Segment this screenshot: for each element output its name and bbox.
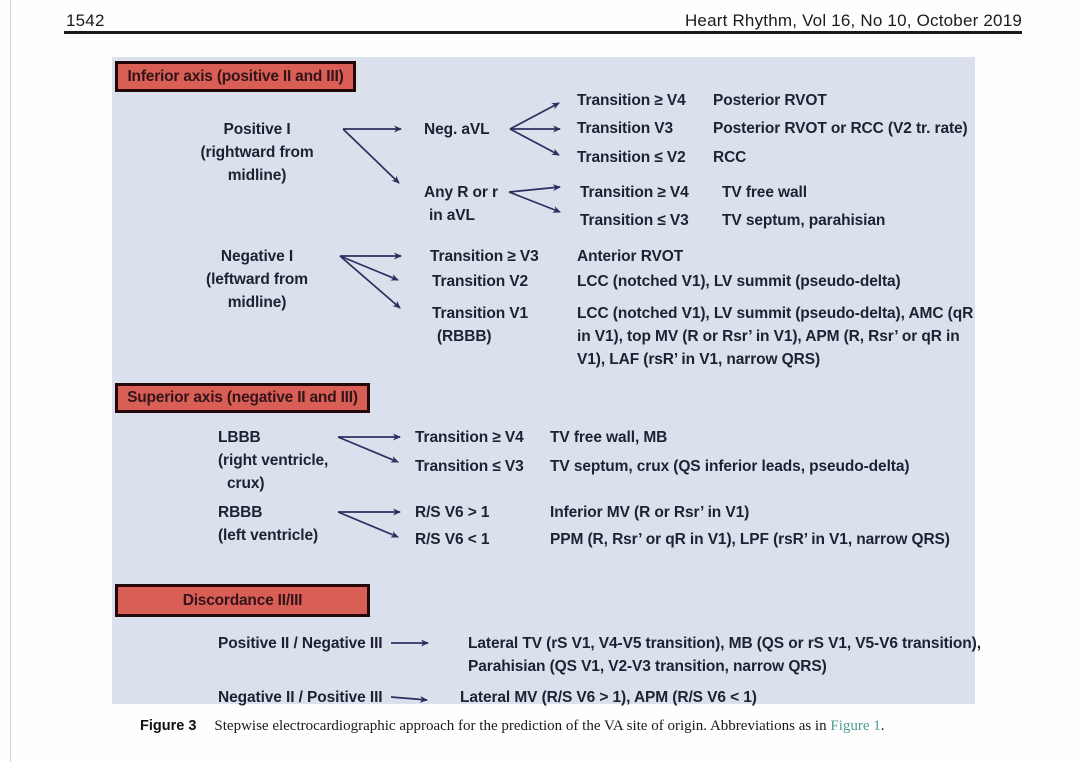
label-negative-i-line3: midline) — [227, 294, 287, 311]
label-negative-i-line2: (leftward from — [206, 271, 308, 288]
result-line1: Lateral TV (rS V1, V4-V5 transition), MB… — [468, 635, 981, 652]
result: Inferior MV (R or Rsr’ in V1) — [550, 504, 750, 521]
node-any-r-line1: Any R or r — [424, 184, 498, 201]
result: Anterior RVOT — [577, 248, 684, 265]
header-rule — [64, 31, 1022, 34]
label-negative-ii-positive-iii: Negative II / Positive III — [218, 689, 383, 706]
label-lbbb-line3: crux) — [227, 475, 265, 492]
label-negative-i-line1: Negative I — [220, 248, 294, 265]
result-line2: Parahisian (QS V1, V2-V3 transition, nar… — [468, 658, 827, 675]
criterion: Transition ≥ V3 — [430, 248, 539, 265]
result: LCC (notched V1), LV summit (pseudo-delt… — [577, 273, 901, 290]
label-positive-i-line1: Positive I — [223, 121, 291, 138]
label-negative-i: Negative I (leftward from midline) — [189, 245, 325, 314]
result-line1: LCC (notched V1), LV summit (pseudo-delt… — [577, 305, 974, 322]
result: Posterior RVOT or RCC (V2 tr. rate) — [713, 120, 968, 137]
page-edge-line — [10, 0, 11, 762]
criterion: Transition ≤ V3 — [415, 458, 524, 475]
result-line2: in V1), top MV (R or Rsr’ in V1), APM (R… — [577, 328, 960, 345]
figure-1-link[interactable]: Figure 1 — [830, 718, 881, 734]
result: TV free wall, MB — [550, 429, 668, 446]
result-transition-v1: LCC (notched V1), LV summit (pseudo-delt… — [577, 302, 973, 371]
criterion-line1: Transition V1 — [432, 305, 529, 322]
criterion: Transition ≥ V4 — [577, 92, 686, 109]
result-lateral-tv: Lateral TV (rS V1, V4-V5 transition), MB… — [468, 632, 981, 678]
criterion: Transition ≥ V4 — [580, 184, 689, 201]
result: TV free wall — [722, 184, 807, 201]
node-neg-avl: Neg. aVL — [424, 121, 490, 138]
criterion: Transition ≥ V4 — [415, 429, 524, 446]
criterion: R/S V6 < 1 — [415, 531, 490, 548]
page-number: 1542 — [66, 11, 105, 30]
label-rbbb-line1: RBBB — [218, 504, 263, 521]
criterion-line2: (RBBB) — [437, 328, 492, 345]
caption-label: Figure 3 — [140, 718, 197, 734]
section-header-discordance: Discordance II/III — [115, 584, 370, 617]
node-any-r-avl: Any R or r in aVL — [424, 181, 498, 227]
caption-text: Stepwise electrocardiographic approach f… — [214, 718, 831, 734]
label-lbbb-line2: (right ventricle, — [218, 452, 329, 469]
label-positive-i-line2: (rightward from — [200, 144, 314, 161]
label-rbbb-line2: (left ventricle) — [218, 527, 319, 544]
criterion: Transition V2 — [432, 273, 529, 290]
result-line3: V1), LAF (rsR’ in V1, narrow QRS) — [577, 351, 821, 368]
result-lateral-mv: Lateral MV (R/S V6 > 1), APM (R/S V6 < 1… — [460, 689, 757, 706]
label-positive-i-line3: midline) — [227, 167, 287, 184]
result: RCC — [713, 149, 747, 166]
caption-period: . — [880, 718, 885, 734]
result: TV septum, parahisian — [722, 212, 886, 229]
label-positive-i: Positive I (rightward from midline) — [189, 118, 325, 187]
result: PPM (R, Rsr’ or qR in V1), LPF (rsR’ in … — [550, 531, 950, 548]
section-header-superior: Superior axis (negative II and III) — [115, 383, 370, 413]
criterion-transition-v1: Transition V1 (RBBB) — [432, 302, 528, 348]
result: Posterior RVOT — [713, 92, 827, 109]
label-lbbb: LBBB (right ventricle, crux) — [218, 426, 328, 495]
figure-caption: Figure 3 Stepwise electrocardiographic ap… — [140, 718, 885, 735]
criterion: Transition V3 — [577, 120, 674, 137]
node-any-r-line2: in aVL — [429, 207, 475, 224]
label-rbbb: RBBB (left ventricle) — [218, 501, 318, 547]
label-positive-ii-negative-iii: Positive II / Negative III — [218, 635, 383, 652]
result: TV septum, crux (QS inferior leads, pseu… — [550, 458, 910, 475]
section-header-inferior: Inferior axis (positive II and III) — [115, 61, 356, 92]
journal-ref: Heart Rhythm, Vol 16, No 10, October 201… — [684, 11, 1022, 30]
criterion: R/S V6 > 1 — [415, 504, 490, 521]
criterion: Transition ≤ V2 — [577, 149, 686, 166]
criterion: Transition ≤ V3 — [580, 212, 689, 229]
label-lbbb-line1: LBBB — [218, 429, 261, 446]
